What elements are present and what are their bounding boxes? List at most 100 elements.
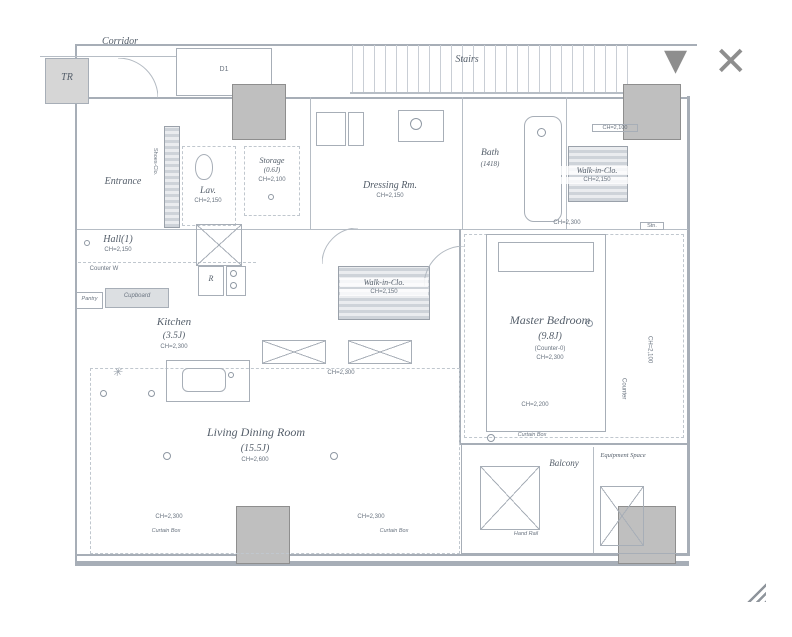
lav-label: Lav. [200, 186, 216, 196]
balcony-label: Balcony [549, 458, 579, 468]
wic-right-ch: CH=2,150 [558, 177, 636, 184]
counter-w-label: Counter W [89, 266, 119, 272]
stove-burner [230, 270, 237, 277]
kitchen-ch: CH=2,300 [160, 344, 188, 350]
shoes-closet-label: Shoes-Clo. [152, 148, 159, 176]
kitchen-island [166, 360, 250, 402]
wic-center-label: Walk-in-Clo. [340, 278, 428, 288]
column [623, 84, 681, 140]
ceiling-fixture [262, 340, 326, 364]
hall-label: Hall(1) [103, 234, 133, 245]
bath-size: (1418) [480, 160, 500, 168]
bathtub-drain [537, 128, 546, 137]
fridge-box [198, 266, 224, 296]
wall-storage-dressing [310, 97, 311, 230]
right-wall [687, 96, 690, 556]
kitchen-sink [182, 368, 226, 392]
wic-right-ch2-box: CH=2,100 [592, 124, 638, 133]
symbol-circle [148, 390, 155, 397]
kitchen-label: Kitchen [156, 316, 192, 328]
tr-label: TR [61, 72, 73, 83]
door-arc [118, 58, 158, 98]
toilet [195, 154, 213, 180]
bottom-wall-outer [75, 561, 689, 566]
hall-ch: CH=2,150 [104, 247, 132, 253]
dressing-ch: CH=2,150 [376, 193, 404, 199]
balcony-unit [480, 466, 540, 530]
vanity-sink [410, 118, 422, 130]
entrance-label: Entrance [104, 176, 142, 187]
d1-room [176, 48, 272, 96]
wall-equipment [593, 447, 594, 554]
master-bedroom-counter: (Counter-0) [534, 346, 566, 352]
lav-ch: CH=2,150 [194, 198, 222, 204]
bath-label: Bath [481, 148, 499, 158]
master-bedroom-label: Master Bedroom [509, 313, 591, 327]
storage-size: (0.6J) [263, 166, 281, 174]
unit-top-wall [88, 97, 688, 99]
entrance-mat [196, 224, 242, 266]
collapse-icon[interactable]: ▼ [664, 43, 688, 78]
ceiling-fixture [348, 340, 412, 364]
vanity [398, 110, 444, 142]
curtain-box-label: Curtain Box [151, 528, 181, 534]
ch-annotation: CH=2,300 [553, 220, 581, 226]
hall-kitchen-divider [78, 262, 256, 263]
shoe-closet-shelf [164, 126, 180, 228]
curtain-box-label: Curtain Box [379, 528, 409, 534]
stove-burner [230, 282, 237, 289]
close-icon[interactable]: ✕ [714, 39, 748, 85]
column [232, 84, 286, 140]
stairs-bottom-line [350, 92, 632, 94]
symbol-circle [163, 452, 171, 460]
symbol-circle [268, 194, 274, 200]
ch-annotation: CH=2,200 [521, 402, 549, 408]
symbol-circle [487, 434, 495, 442]
living-label: Living Dining Room [207, 425, 305, 439]
resize-handle[interactable] [744, 580, 766, 602]
corridor-label: Corridor [101, 36, 139, 47]
storage-ch: CH=2,100 [258, 177, 286, 183]
kitchen-symbol: ✳ [112, 365, 123, 379]
wic-right-label: Walk-in-Clo. [558, 166, 636, 176]
equipment-label: Equipment Space [600, 452, 646, 459]
equipment-unit [600, 486, 644, 546]
storage-label: Storage [259, 156, 285, 165]
cupboard-box [105, 288, 169, 308]
door-arc [424, 246, 464, 286]
pantry-box [76, 292, 103, 309]
bottom-wall-inner [75, 554, 689, 556]
stairs-hatch [352, 45, 630, 92]
bed-pillow [498, 242, 594, 272]
living-ch: CH=2,600 [241, 457, 269, 463]
faucet [228, 372, 234, 378]
ch-annotation: CH=2,300 [357, 514, 385, 520]
symbol-circle [330, 452, 338, 460]
storage-outline [244, 146, 300, 216]
living-size: (15.5J) [240, 443, 270, 454]
symbol-circle [586, 320, 593, 327]
ch-annotation: CH=2,300 [155, 514, 183, 520]
living-outline [90, 368, 460, 554]
symbol-circle [84, 240, 90, 246]
ch2100-vertical: CH=2,100 [646, 336, 653, 364]
wall-bath-wic [566, 97, 567, 230]
ch-annotation: CH=2,300 [327, 370, 355, 376]
tr-room [45, 58, 89, 104]
laundry-box [348, 112, 364, 146]
stn-label: Stn. [640, 222, 664, 231]
wall-living-bedroom [459, 229, 461, 444]
mid-wall [77, 229, 688, 230]
corridor-line [40, 56, 176, 57]
balcony-outline [461, 444, 688, 554]
stairs-label: Stairs [455, 54, 479, 65]
symbol-circle [100, 390, 107, 397]
curtain-box-label: Curtain Box [517, 432, 547, 438]
master-bedroom-ch: CH=2,300 [536, 355, 564, 361]
d1-label: D1 [219, 66, 229, 73]
pantry-label: Pantry [81, 296, 98, 302]
kitchen-size: (3.5J) [162, 331, 186, 341]
fridge-label: R [208, 274, 214, 283]
washer-box [316, 112, 346, 146]
